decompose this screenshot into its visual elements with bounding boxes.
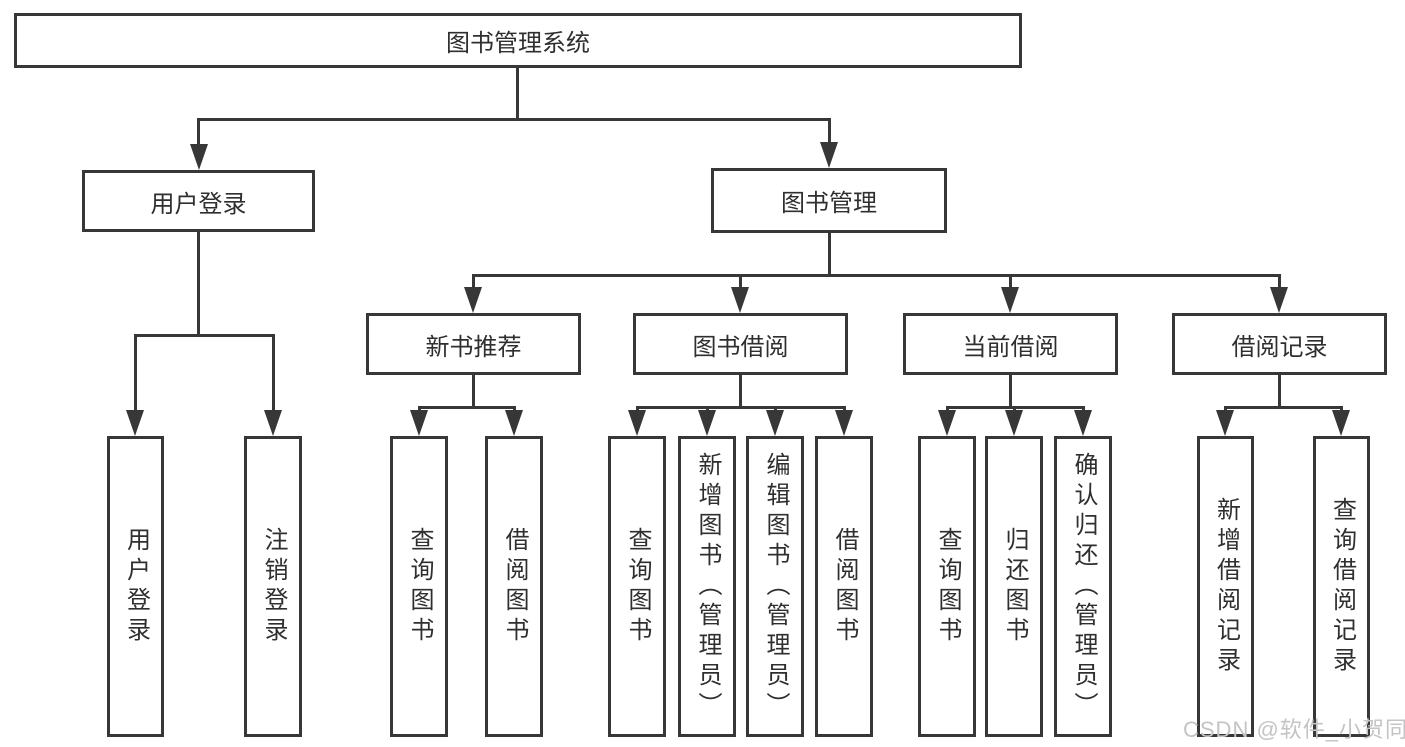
arrowhead-borrow-book-bb [835, 410, 853, 436]
node-book-borrow: 图书借阅 [633, 313, 848, 375]
node-query-borrow-record-label: 查询借阅记录 [1328, 496, 1356, 677]
node-leaf-user-login: 用户登录 [107, 436, 164, 737]
node-add-book-admin-label: 新增图书（管理员） [694, 451, 721, 722]
connector-drop-leaf-user-login [134, 334, 137, 412]
arrowhead-borrow-book-rec [505, 410, 523, 436]
arrowhead-return-book [1005, 410, 1023, 436]
arrowhead-edit-book-admin [766, 410, 784, 436]
connector-new-book-rec-stem [472, 375, 475, 406]
connector-drop-leaf-logout [272, 334, 275, 412]
arrowhead-user-login [190, 144, 208, 170]
node-user-login-label: 用户登录 [150, 190, 247, 218]
connector-drop-book-borrow [739, 274, 742, 288]
arrowhead-leaf-user-login [126, 410, 144, 436]
watermark: CSDN @软件_小贺同学 [1183, 717, 1405, 742]
connector-book-mgmt-stem [828, 233, 831, 274]
connector-user-login-stem [197, 232, 200, 334]
arrowhead-add-book-admin [698, 410, 716, 436]
node-new-book-rec-label: 新书推荐 [425, 333, 522, 361]
node-query-book-cb: 查询图书 [918, 436, 976, 737]
connector-drop-current-borrow [1009, 274, 1012, 288]
node-user-login: 用户登录 [82, 170, 315, 232]
node-leaf-logout: 注销登录 [244, 436, 302, 737]
connector-level1-rail [197, 118, 831, 121]
node-edit-book-admin-label: 编辑图书（管理员） [762, 451, 789, 722]
node-book-borrow-label: 图书借阅 [692, 333, 789, 361]
arrowhead-query-book-bb [628, 410, 646, 436]
node-borrow-record: 借阅记录 [1172, 313, 1387, 375]
node-borrow-book-rec: 借阅图书 [485, 436, 543, 737]
node-book-mgmt: 图书管理 [711, 168, 947, 233]
node-current-borrow-label: 当前借阅 [962, 333, 1059, 361]
connector-book-mgmt-rail [472, 274, 1281, 277]
connector-drop-user-login [197, 118, 200, 146]
node-borrow-book-rec-label: 借阅图书 [501, 526, 528, 647]
node-edit-book-admin: 编辑图书（管理员） [746, 436, 804, 737]
node-root: 图书管理系统 [14, 13, 1022, 68]
node-current-borrow: 当前借阅 [903, 313, 1118, 375]
node-query-book-bb: 查询图书 [608, 436, 666, 737]
node-query-book-rec: 查询图书 [390, 436, 448, 737]
node-new-book-rec: 新书推荐 [366, 313, 581, 375]
arrowhead-current-borrow [1001, 287, 1019, 313]
node-confirm-return-admin-label: 确认归还（管理员） [1070, 451, 1097, 722]
connector-book-borrow-stem [739, 375, 742, 406]
node-add-borrow-record-label: 新增借阅记录 [1212, 496, 1240, 677]
node-return-book-label: 归还图书 [1001, 526, 1028, 647]
node-add-book-admin: 新增图书（管理员） [678, 436, 736, 737]
node-query-book-rec-label: 查询图书 [406, 526, 433, 647]
connector-root-stem [516, 68, 519, 118]
node-root-label: 图书管理系统 [446, 30, 590, 57]
connector-drop-borrow-record [1278, 274, 1281, 288]
node-return-book: 归还图书 [985, 436, 1043, 737]
arrowhead-add-borrow-record [1216, 410, 1234, 436]
arrowhead-leaf-logout [264, 410, 282, 436]
node-add-borrow-record: 新增借阅记录 [1197, 436, 1254, 737]
node-leaf-logout-label: 注销登录 [260, 526, 287, 647]
arrowhead-borrow-record [1270, 287, 1288, 313]
arrowhead-query-book-rec [410, 410, 428, 436]
arrowhead-query-book-cb [938, 410, 956, 436]
connector-drop-new-book-rec [472, 274, 475, 288]
connector-borrow-record-rail [1224, 406, 1343, 409]
node-book-mgmt-label: 图书管理 [781, 190, 877, 217]
arrowhead-confirm-return [1074, 410, 1092, 436]
connector-new-book-rec-rail [418, 406, 515, 409]
node-query-book-bb-label: 查询图书 [624, 526, 651, 647]
arrowhead-book-mgmt [820, 142, 838, 168]
node-borrow-record-label: 借阅记录 [1231, 333, 1328, 361]
connector-drop-book-mgmt [828, 118, 831, 144]
arrowhead-book-borrow [731, 287, 749, 313]
connector-borrow-record-stem [1278, 375, 1281, 406]
connector-book-borrow-rail [636, 406, 845, 409]
node-query-book-cb-label: 查询图书 [934, 526, 961, 647]
node-confirm-return-admin: 确认归还（管理员） [1054, 436, 1112, 737]
connector-user-login-rail [134, 334, 275, 337]
connector-current-borrow-stem [1009, 375, 1012, 406]
node-query-borrow-record: 查询借阅记录 [1313, 436, 1370, 737]
arrowhead-new-book-rec [464, 287, 482, 313]
node-borrow-book-bb-label: 借阅图书 [831, 526, 858, 647]
node-leaf-user-login-label: 用户登录 [122, 526, 150, 647]
node-borrow-book-bb: 借阅图书 [815, 436, 873, 737]
arrowhead-query-borrow-record [1332, 410, 1350, 436]
